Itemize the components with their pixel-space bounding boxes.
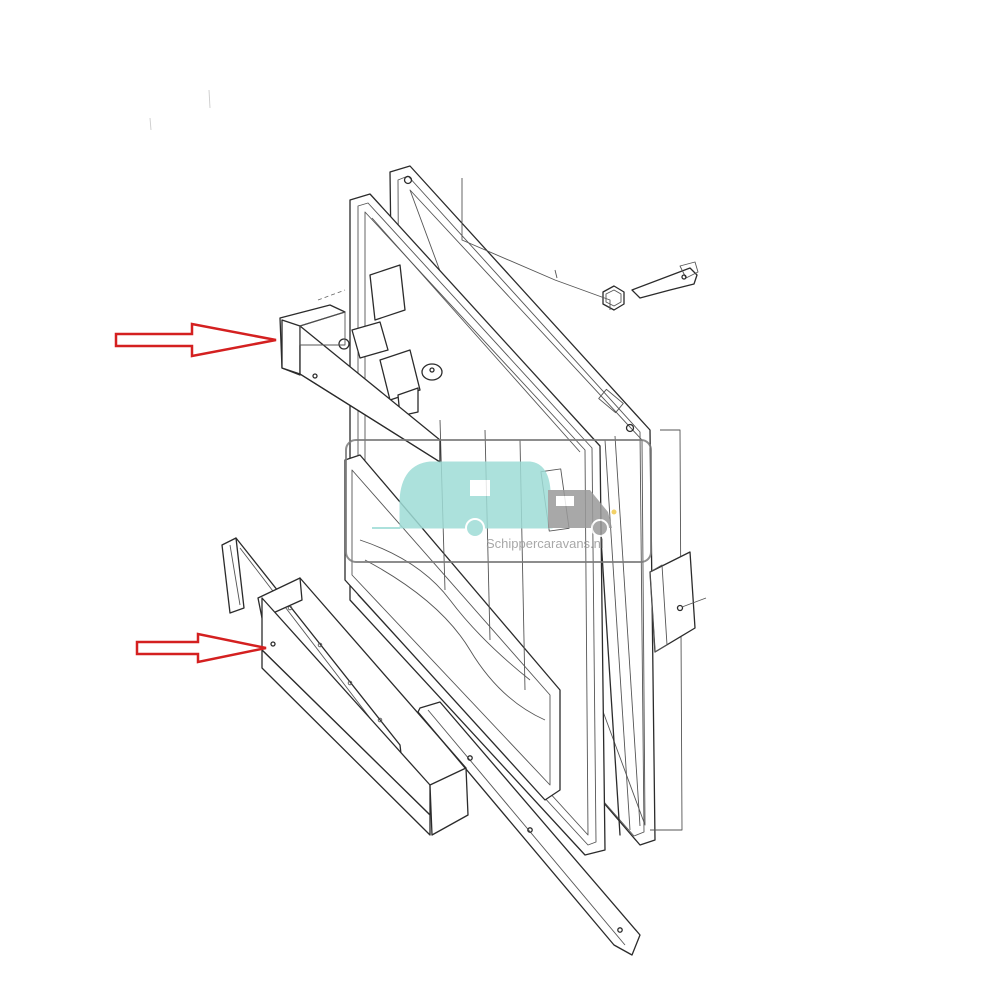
van-icon bbox=[548, 490, 617, 537]
bottom-hinge-rail bbox=[417, 701, 641, 956]
door-latch-mechanism bbox=[338, 264, 443, 417]
upper-door-shelf bbox=[279, 289, 441, 463]
callout-arrow-lower bbox=[135, 632, 267, 664]
lower-door-shelf bbox=[257, 577, 469, 836]
caravan-icon bbox=[372, 461, 553, 538]
watermark-text: Schippercaravans.nl bbox=[486, 536, 604, 551]
watermark-logo: Schippercaravans.nl bbox=[345, 439, 652, 563]
lock-key-part bbox=[631, 261, 699, 299]
callout-arrow-upper bbox=[114, 322, 277, 358]
lock-nut-part bbox=[602, 285, 625, 311]
door-handle-part bbox=[649, 551, 707, 653]
